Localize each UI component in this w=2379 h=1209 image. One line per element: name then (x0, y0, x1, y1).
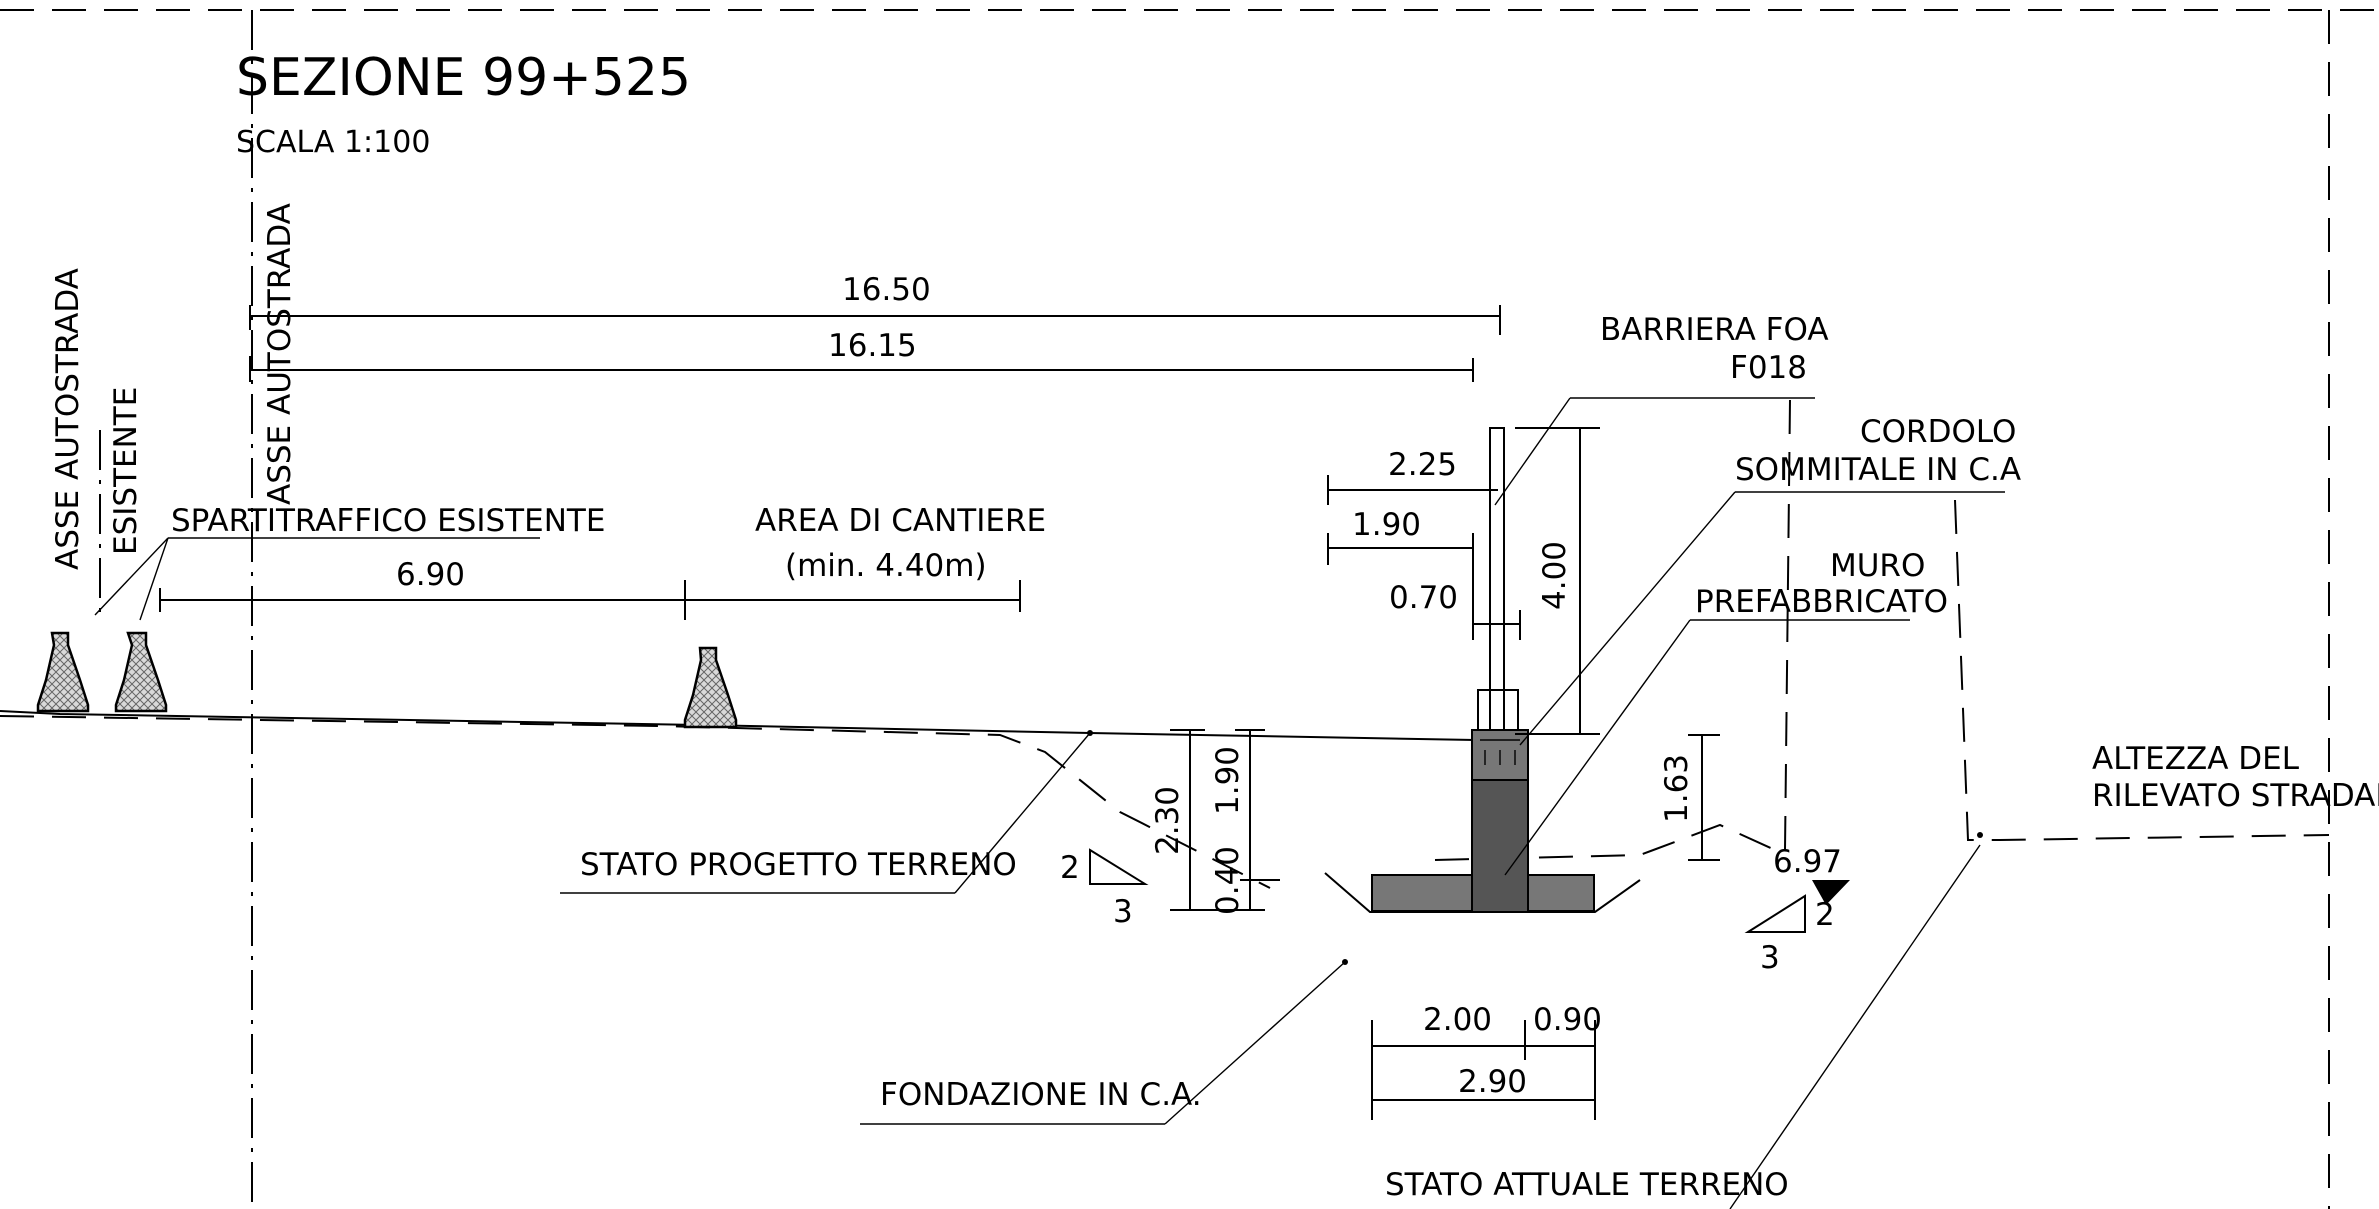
dim-1-90-top: 1.90 (1352, 507, 1421, 543)
asse-autostrada-existing-label: ASSE AUTOSTRADA (50, 268, 86, 570)
dim-0-90: 0.90 (1533, 1002, 1602, 1038)
asse-autostrada-label: ASSE AUTOSTRADA (262, 203, 298, 505)
jersey-barrier-1 (36, 631, 90, 713)
dim-1-63: 1.63 (1659, 754, 1695, 823)
slope-indicators (1089, 848, 1850, 933)
spartitraffico-label: SPARTITRAFFICO ESISTENTE (171, 503, 605, 539)
muro-label-1: MURO (1830, 548, 1925, 584)
esistente-label: ESISTENTE (108, 387, 144, 555)
retaining-wall (1371, 427, 1595, 913)
slope-left-rise: 2 (1060, 850, 1080, 886)
barrier-base (1477, 689, 1519, 731)
jersey-barrier-2 (114, 631, 168, 713)
leader-lines (94, 397, 2005, 1209)
dim-6-97: 6.97 (1773, 844, 1842, 880)
slope-left-run: 3 (1113, 894, 1133, 930)
cordolo-label-1: CORDOLO (1860, 414, 2016, 450)
section-title: SEZIONE 99+525 (236, 48, 691, 108)
stato-attuale-label: STATO ATTUALE TERRENO (1385, 1167, 1789, 1203)
jersey-barriers (36, 631, 738, 729)
barriera-label-2: F018 (1730, 350, 1807, 386)
dimension-values: 16.50 16.15 6.90 2.25 1.90 0.70 4.00 2.3… (396, 272, 1842, 1100)
altezza-label-1: ALTEZZA DEL (2092, 741, 2300, 777)
jersey-barrier-3 (683, 646, 738, 729)
dim-2-25: 2.25 (1388, 447, 1457, 483)
dim-0-40: 0.40 (1210, 846, 1246, 915)
existing-axis: ASSE AUTOSTRADA ESISTENTE ASSE AUTOSTRAD… (50, 203, 298, 620)
slope-right-rise: 2 (1815, 897, 1835, 933)
dim-6-90: 6.90 (396, 557, 465, 593)
dim-0-70: 0.70 (1389, 580, 1458, 616)
noise-barrier-post (1489, 427, 1505, 731)
scale-label: SCALA 1:100 (236, 125, 430, 160)
dim-4-00: 4.00 (1537, 541, 1573, 610)
dim-16-50: 16.50 (842, 272, 931, 308)
dim-2-00: 2.00 (1423, 1002, 1492, 1038)
area-cantiere-label-1: AREA DI CANTIERE (755, 503, 1046, 539)
altezza-label-2: RILEVATO STRADALE (2092, 778, 2379, 814)
slope-right-run: 3 (1760, 940, 1780, 976)
barriera-label-1: BARRIERA FOA (1600, 312, 1829, 348)
dim-1-90-v: 1.90 (1210, 746, 1246, 815)
stato-progetto-label: STATO PROGETTO TERRENO (580, 847, 1017, 883)
fondazione-label: FONDAZIONE IN C.A. (880, 1077, 1202, 1113)
cordolo-label-2: SOMMITALE IN C.A (1735, 452, 2021, 488)
dim-2-90: 2.90 (1458, 1064, 1527, 1100)
dimension-lines (159, 305, 1720, 1120)
dim-2-30: 2.30 (1150, 786, 1186, 855)
muro-label-2: PREFABBRICATO (1695, 584, 1948, 620)
area-cantiere-label-2: (min. 4.40m) (785, 548, 987, 584)
dim-16-15: 16.15 (828, 328, 917, 364)
sheet-frame (0, 9, 2379, 1209)
annotation-labels: SPARTITRAFFICO ESISTENTE AREA DI CANTIER… (171, 312, 2379, 1203)
